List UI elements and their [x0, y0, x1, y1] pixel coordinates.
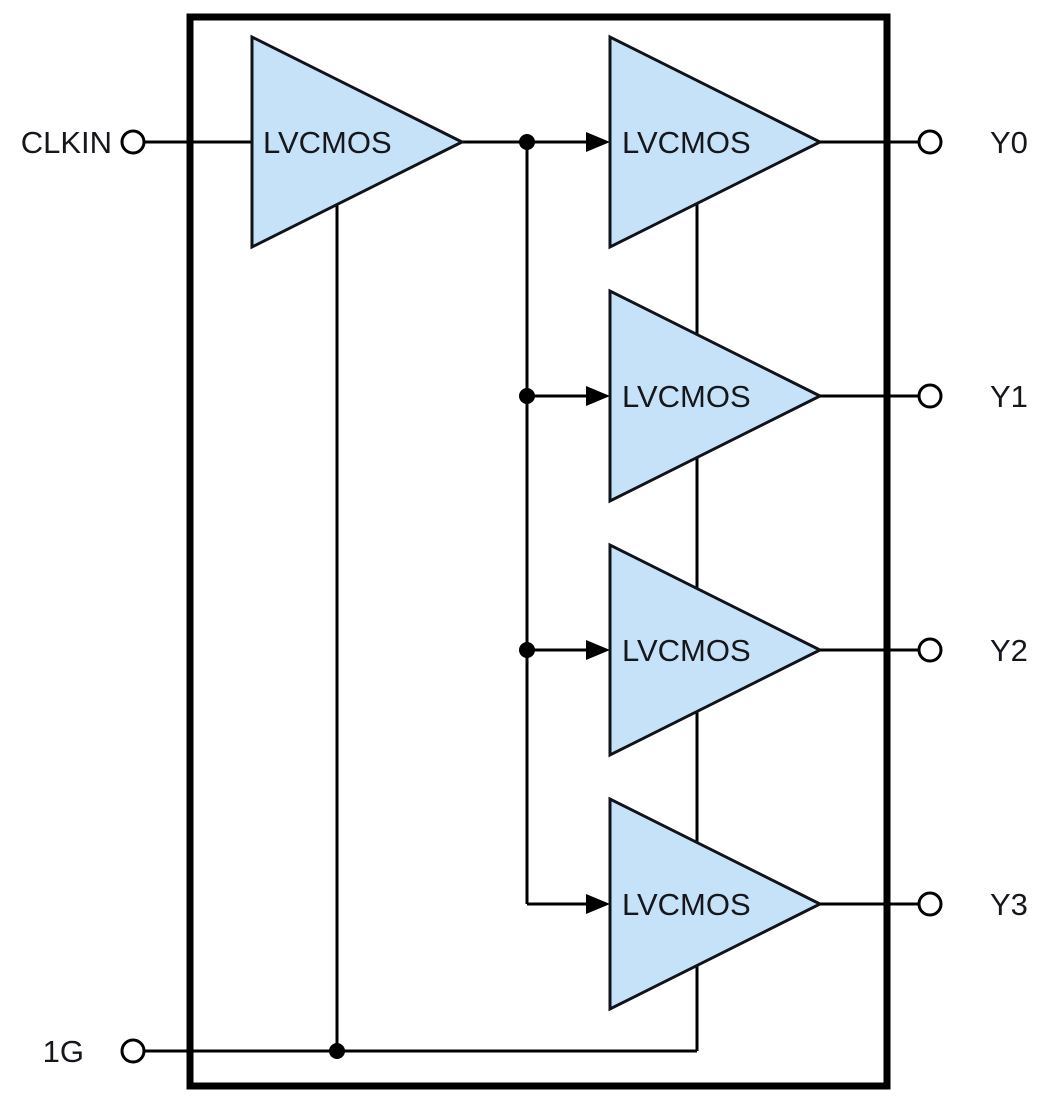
arrowhead-icon [586, 132, 610, 152]
buffer-triangle-icon [608, 796, 824, 1012]
input-buffer: LVCMOS [250, 34, 466, 250]
output-buffer-label: LVCMOS [622, 633, 751, 668]
output-buffer-y3: LVCMOS Y3 [608, 796, 1028, 1012]
output-buffer-y0: LVCMOS Y0 [608, 34, 1028, 250]
enable-label: 1G [43, 1034, 84, 1069]
arrowhead-icon [586, 640, 610, 660]
output-terminal-icon [917, 891, 943, 917]
clkin-label: CLKIN [21, 125, 112, 160]
buffer-triangle-icon [608, 34, 824, 250]
buffer-triangle-icon [608, 542, 824, 758]
arrowhead-icon [586, 386, 610, 406]
input-buffer-label: LVCMOS [263, 125, 392, 160]
output-pin-label: Y1 [990, 379, 1028, 414]
device-boundary [186, 13, 891, 1090]
arrowhead-icon [586, 894, 610, 914]
output-terminal-icon [917, 383, 943, 409]
output-buffer-label: LVCMOS [622, 125, 751, 160]
enable-port: 1G [43, 203, 699, 1069]
clock-bus [462, 132, 610, 914]
output-pin-label: Y3 [990, 887, 1028, 922]
output-buffer-label: LVCMOS [622, 887, 751, 922]
output-buffer-label: LVCMOS [622, 379, 751, 414]
enable-terminal-icon [120, 1038, 146, 1064]
output-pin-label: Y0 [990, 125, 1028, 160]
clkin-port: CLKIN [21, 125, 252, 160]
output-pin-label: Y2 [990, 633, 1028, 668]
output-buffer-y1: LVCMOS Y1 [608, 288, 1028, 504]
junction-dot [329, 1043, 345, 1059]
output-terminal-icon [917, 637, 943, 663]
clkin-terminal-icon [120, 129, 146, 155]
buffer-triangle-icon [608, 288, 824, 504]
output-buffer-y2: LVCMOS Y2 [608, 542, 1028, 758]
buffer-triangle-icon [250, 34, 466, 250]
output-terminal-icon [917, 129, 943, 155]
